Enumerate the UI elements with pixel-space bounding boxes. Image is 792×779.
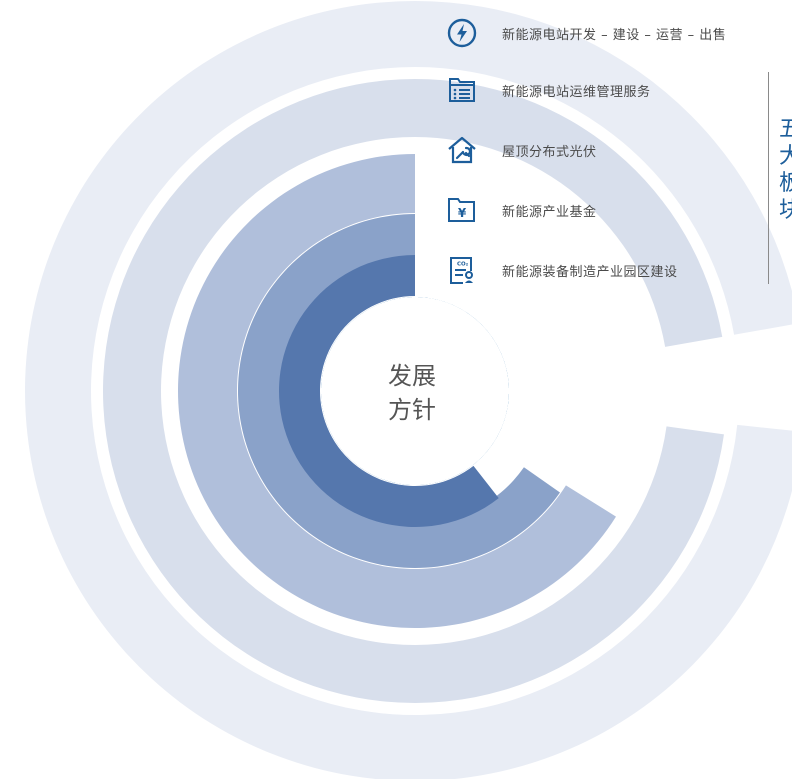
concentric-rings — [25, 1, 792, 779]
business-item-label: 新能源电站运维管理服务 — [502, 84, 651, 100]
co2-certificate-icon: CO₂ — [450, 257, 473, 284]
center-title-line-2: 方针 — [388, 396, 436, 424]
ring-arc-7 — [278, 255, 499, 527]
center-title-line-1: 发展 — [388, 362, 436, 390]
business-item-label: 新能源装备制造产业园区建设 — [502, 264, 678, 280]
business-item-equipment-park: CO₂ 新能源装备制造产业园区建设 — [446, 254, 678, 286]
svg-text:¥: ¥ — [458, 206, 467, 220]
lightning-icon — [447, 18, 477, 48]
document-list-icon — [449, 78, 475, 102]
business-item-industry-fund: ¥ 新能源产业基金 — [446, 194, 597, 226]
business-item-station-development: 新能源电站开发 – 建设 – 运营 – 出售 — [446, 17, 726, 49]
ring-arc-1 — [415, 1, 792, 335]
ring-arc-3 — [415, 79, 723, 347]
business-item-label: 新能源产业基金 — [502, 204, 597, 220]
business-item-label: 屋顶分布式光伏 — [502, 144, 597, 160]
svg-text:CO₂: CO₂ — [457, 262, 469, 268]
center-circle — [321, 297, 509, 485]
yen-folder-icon: ¥ — [448, 198, 475, 222]
business-item-label: 新能源电站开发 – 建设 – 运营 – 出售 — [502, 27, 727, 43]
side-divider — [768, 72, 769, 284]
side-heading: 五大板块 — [779, 117, 792, 223]
house-wrench-icon — [448, 136, 476, 164]
business-item-om-services: 新能源电站运维管理服务 — [446, 74, 651, 106]
business-item-rooftop-pv: 屋顶分布式光伏 — [446, 134, 597, 166]
